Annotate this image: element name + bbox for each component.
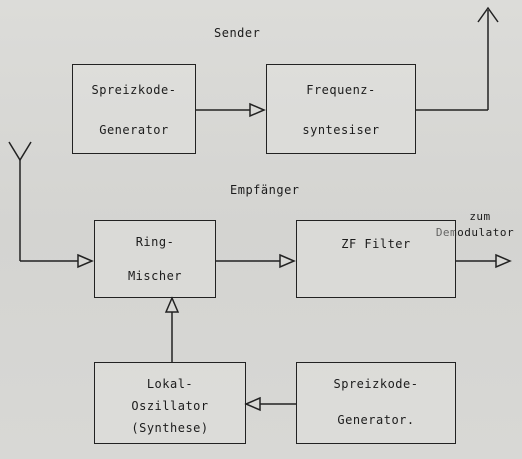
block-label-line1: Spreizkode- (91, 83, 177, 97)
rx-ring-mixer-block: Ring- Mischer (94, 220, 216, 298)
arrow-demod-output (495, 253, 512, 269)
sender-title: Sender (214, 26, 261, 40)
block-label-line3: (Synthese) (131, 421, 209, 435)
block-label-line1: Ring- (135, 235, 175, 249)
tx-antenna-icon (477, 6, 499, 23)
block-label-line1: Spreizkode- (333, 377, 419, 391)
block-label-line1: Frequenz- (306, 83, 376, 97)
block-label-line1: Lokal- (146, 377, 194, 391)
block-label-line1: ZF Filter (341, 237, 411, 251)
tx-spread-code-generator-block: Spreizkode- Generator (72, 64, 196, 154)
rx-antenna-icon (8, 141, 32, 162)
block-label-line2: Mischer (127, 269, 183, 283)
block-label-line2: Generator (99, 123, 169, 137)
arrow-tx-synth-input (249, 102, 266, 118)
arrow-mixer-input (77, 253, 94, 269)
rx-spread-code-generator-block: Spreizkode- Generator. (296, 362, 456, 444)
tx-frequency-synthesizer-block: Frequenz- syntesiser (266, 64, 416, 154)
arrow-lo-input (244, 396, 261, 412)
receiver-title: Empfänger (230, 183, 300, 197)
block-label-line2: Generator. (337, 413, 415, 427)
block-label-line2: syntesiser (302, 123, 380, 137)
output-label-zum: zum (469, 210, 491, 223)
arrow-filter-input (279, 253, 296, 269)
arrow-mixer-lo-input (164, 296, 180, 313)
block-label-line2: Oszillator (131, 399, 209, 413)
rx-if-filter-block: ZF Filter (296, 220, 456, 298)
rx-local-oscillator-block: Lokal- Oszillator (Synthese) (94, 362, 246, 444)
